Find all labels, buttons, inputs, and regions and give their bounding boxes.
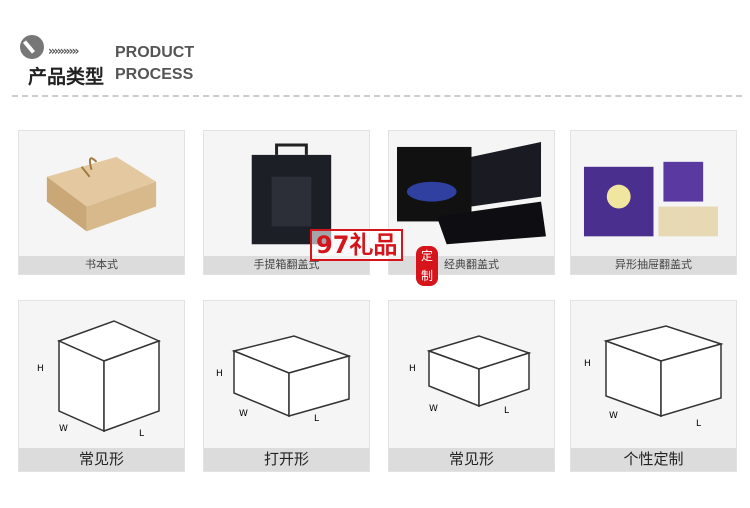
title-en-product: PRODUCT xyxy=(115,44,195,61)
arrows-decoration: ›››››››››› xyxy=(48,44,79,58)
divider xyxy=(12,95,742,97)
flat-box-diagram-icon: H W L xyxy=(409,335,532,416)
svg-text:H: H xyxy=(216,369,223,379)
classic-flip-box-image xyxy=(397,141,546,245)
product-label: 经典翻盖式 xyxy=(389,256,554,274)
open-box-diagram-icon: H W L xyxy=(216,335,352,424)
svg-text:L: L xyxy=(314,414,319,424)
custom-box-diagram-icon: H W L xyxy=(584,325,724,429)
suitcase-box-image xyxy=(251,143,332,245)
svg-text:H: H xyxy=(37,364,44,374)
svg-text:W: W xyxy=(429,404,438,414)
svg-text:L: L xyxy=(139,429,144,439)
shape-label: 常见形 xyxy=(19,448,184,471)
shape-card-open[interactable]: H W L 打开形 xyxy=(203,300,370,472)
watermark-logo: 97礼品 xyxy=(310,229,404,261)
product-label: 异形抽屉翻盖式 xyxy=(571,256,736,274)
product-label: 书本式 xyxy=(19,256,184,274)
shape-card-common-flat[interactable]: H W L 常见形 xyxy=(388,300,555,472)
shape-label: 打开形 xyxy=(204,448,369,471)
svg-text:L: L xyxy=(504,406,509,416)
svg-text:W: W xyxy=(59,424,68,434)
svg-text:W: W xyxy=(609,411,618,421)
shape-card-common[interactable]: H W L 常见形 xyxy=(18,300,185,472)
svg-text:W: W xyxy=(239,409,248,419)
title-en-process: PROCESS xyxy=(115,66,194,83)
book-box-image xyxy=(46,156,157,232)
product-card-book[interactable]: 书本式 xyxy=(18,130,185,275)
shape-label: 常见形 xyxy=(389,448,554,471)
svg-text:H: H xyxy=(584,359,591,369)
product-card-drawer-flip[interactable]: 异形抽屉翻盖式 xyxy=(570,130,737,275)
cube-diagram-icon: H W L xyxy=(37,320,162,439)
svg-text:L: L xyxy=(696,419,701,429)
pencil-icon xyxy=(20,35,44,59)
svg-text:H: H xyxy=(409,364,416,374)
product-card-classic-flip[interactable]: 经典翻盖式 xyxy=(388,130,555,275)
page-title: 产品类型 xyxy=(28,66,105,88)
drawer-flip-box-image xyxy=(583,161,719,237)
watermark-seal: 定制 xyxy=(416,246,438,286)
shape-card-custom[interactable]: H W L 个性定制 xyxy=(570,300,737,472)
shape-label: 个性定制 xyxy=(571,448,736,471)
